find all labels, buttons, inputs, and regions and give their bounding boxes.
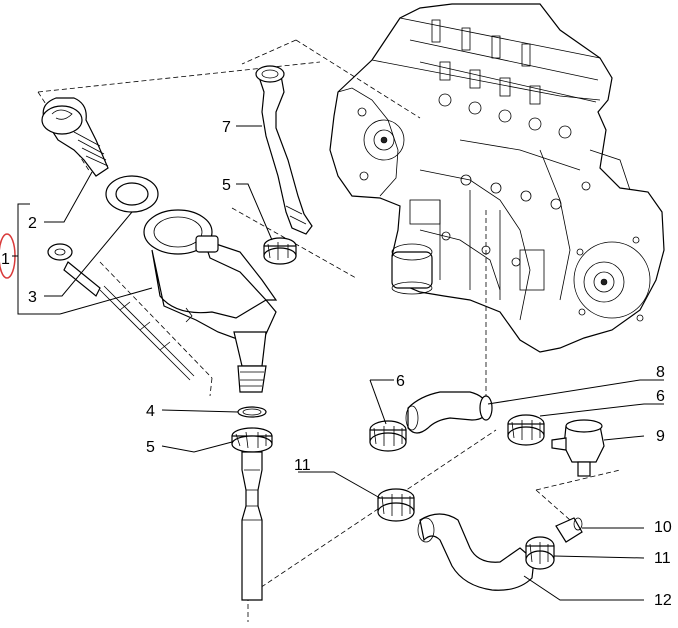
small-washer: [47, 243, 73, 261]
hose-clamp-11-right: [525, 536, 555, 570]
callout-6-left: 6: [396, 373, 405, 390]
filler-cap: [41, 97, 109, 177]
leader-lines: [12, 125, 664, 601]
callout-6-right: 6: [656, 388, 665, 405]
engine-block: [329, 3, 665, 353]
callout-5-lower: 5: [146, 439, 155, 456]
curved-hose: [417, 513, 535, 591]
hose-clamp-11-left: [377, 488, 415, 522]
hose-clamp-6-right: [507, 414, 545, 446]
callout-3: 3: [28, 289, 37, 306]
callout-9: 9: [656, 428, 665, 445]
dipstick-tube: [241, 451, 263, 601]
callout-10: 10: [654, 519, 672, 536]
callout-8: 8: [656, 364, 665, 381]
callout-2: 2: [28, 215, 37, 232]
callout-12: 12: [654, 592, 672, 609]
callout-7: 7: [222, 119, 231, 136]
callout-5-upper: 5: [222, 177, 231, 194]
callout-11-left: 11: [294, 457, 311, 474]
breather-valve: [551, 419, 605, 477]
hose-clamp-upper: [263, 237, 297, 265]
breather-pipe: [255, 65, 313, 235]
callout-1: 1: [1, 251, 10, 268]
callout-11-right: 11: [654, 550, 671, 567]
o-ring: [237, 406, 267, 418]
filler-body: [143, 209, 278, 393]
callouts: 1 2 3 4 5 5 6 6 7 8 9 10 11 11 12: [1, 119, 672, 609]
elbow-hose: [405, 391, 493, 434]
dipstick: [63, 261, 195, 381]
hose-clamp-lower: [231, 427, 273, 453]
hose-clamp-6-left: [369, 420, 407, 452]
callout-4: 4: [146, 403, 155, 420]
hose-nipple: [555, 517, 583, 543]
seal-ring: [105, 175, 159, 213]
